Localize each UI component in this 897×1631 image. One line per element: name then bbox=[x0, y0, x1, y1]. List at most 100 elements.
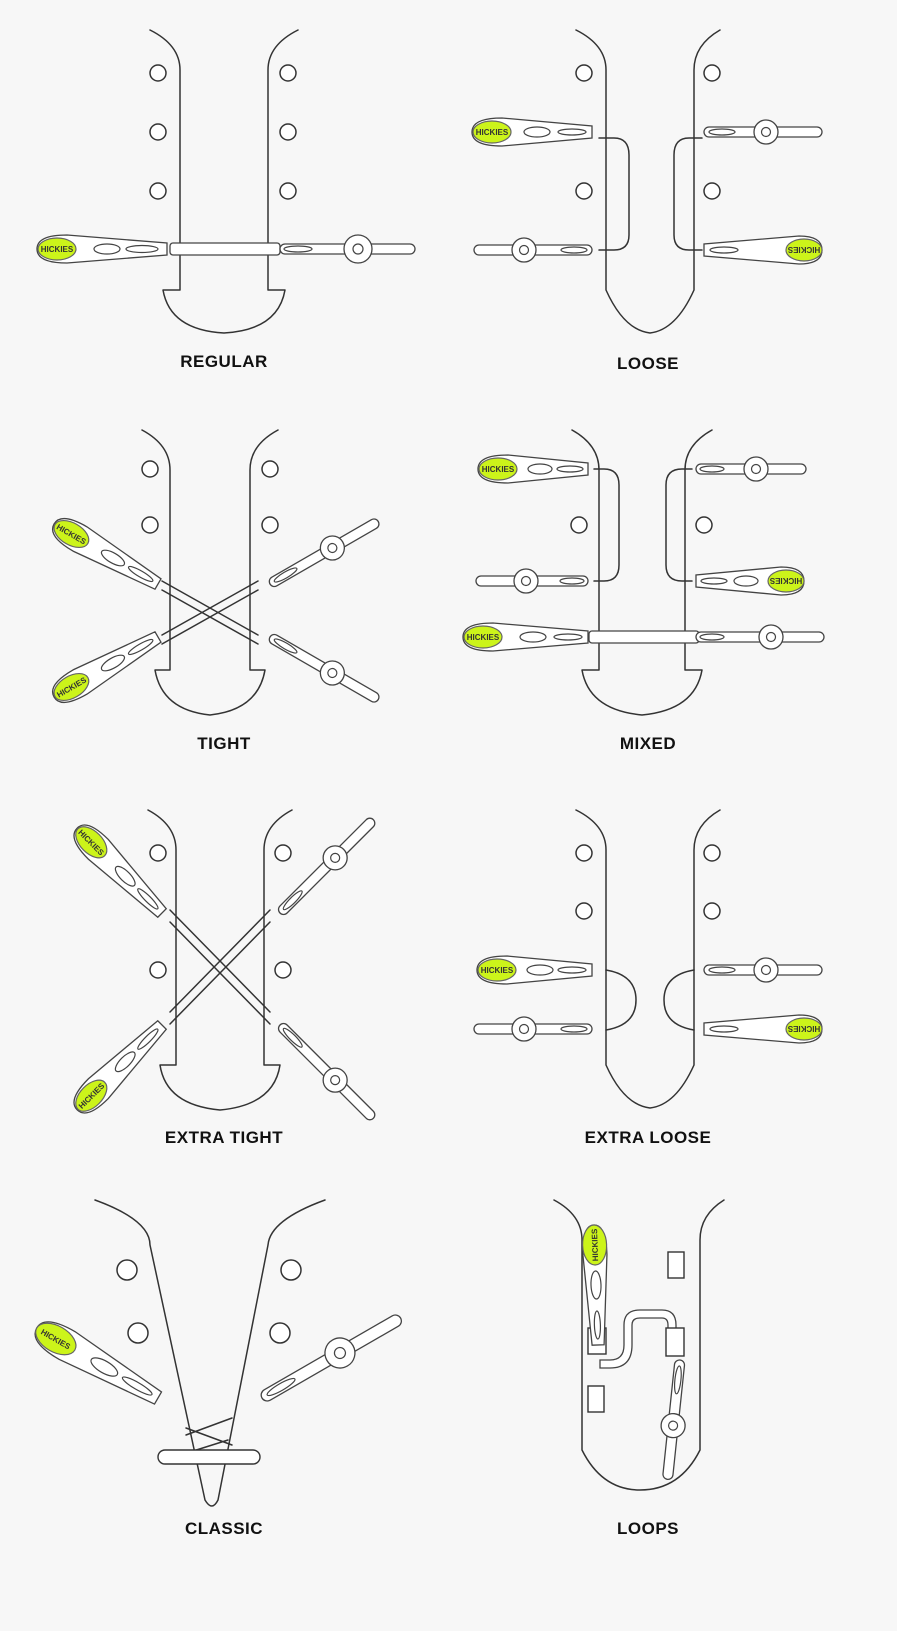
mixed-panel: HICKIES HICKIES HICK bbox=[424, 400, 872, 780]
eyelet bbox=[695, 516, 713, 534]
classic-panel: HICKIES CLASSIC bbox=[0, 1160, 448, 1631]
brand-logo-text: HICKIES bbox=[481, 966, 514, 975]
eyelet bbox=[279, 123, 297, 141]
mixed-label: MIXED bbox=[619, 734, 677, 753]
lace bbox=[703, 957, 823, 983]
eyelet bbox=[274, 961, 292, 979]
eyelet bbox=[261, 516, 279, 534]
lace: HICKIES bbox=[703, 1014, 823, 1044]
brand-logo-text: HICKIES bbox=[590, 1228, 600, 1261]
lace: HICKIES bbox=[51, 518, 162, 591]
brand-bulb bbox=[463, 625, 503, 649]
lace: HICKIES bbox=[51, 630, 162, 703]
lace: HICKIES bbox=[695, 566, 805, 596]
lace: HICKIES bbox=[476, 955, 593, 985]
brand-bulb bbox=[785, 238, 823, 262]
brand-logo-text: HICKIES bbox=[769, 576, 802, 585]
eyelet bbox=[703, 902, 721, 920]
lace: HICKIES bbox=[34, 1321, 163, 1405]
classic-label: CLASSIC bbox=[184, 1519, 264, 1538]
eyelet bbox=[116, 1259, 138, 1281]
lace bbox=[279, 234, 416, 264]
brand-bulb bbox=[53, 672, 90, 702]
extra-loose-label: EXTRA LOOSE bbox=[584, 1128, 712, 1147]
brand-bulb bbox=[35, 1322, 77, 1356]
brand-bulb bbox=[767, 569, 805, 593]
eyelet bbox=[274, 844, 292, 862]
eyelet bbox=[269, 1322, 291, 1344]
lace: HICKIES bbox=[73, 824, 168, 919]
eyelet bbox=[575, 64, 593, 82]
eyelet bbox=[141, 460, 159, 478]
loose-shoe-diagram: HICKIES HICKIES bbox=[471, 29, 823, 334]
regular-shoe-diagram: HICKIES bbox=[36, 29, 416, 334]
lace bbox=[277, 817, 376, 916]
lace: HICKIES bbox=[462, 622, 589, 652]
eyelet bbox=[703, 64, 721, 82]
eyelet bbox=[141, 516, 159, 534]
extra-loose-panel: HICKIES HICKIES EXTRA LOOSE bbox=[424, 780, 872, 1160]
lace: HICKIES bbox=[36, 234, 168, 264]
brand-bulb bbox=[477, 958, 517, 982]
eyelet bbox=[149, 64, 167, 82]
extra-loose-shoe-diagram: HICKIES HICKIES bbox=[473, 809, 823, 1109]
eyelet bbox=[575, 902, 593, 920]
brand-logo-text: HICKIES bbox=[787, 1024, 820, 1033]
lace: HICKIES bbox=[703, 235, 823, 265]
eyelet bbox=[703, 844, 721, 862]
brand-bulb bbox=[581, 1224, 608, 1266]
regular-panel: HICKIES REGULAR bbox=[0, 0, 448, 400]
lace bbox=[703, 119, 823, 145]
eyelet bbox=[279, 182, 297, 200]
eyelet bbox=[149, 182, 167, 200]
brand-logo-text: HICKIES bbox=[476, 128, 509, 137]
eyelet bbox=[149, 961, 167, 979]
brand-logo-text: HICKIES bbox=[787, 245, 820, 254]
brand-logo-text: HICKIES bbox=[41, 245, 74, 254]
lace bbox=[695, 624, 825, 650]
tight-label: TIGHT bbox=[197, 734, 251, 753]
tight-panel: HICKIES HICKIES TIGHT bbox=[0, 400, 448, 780]
brand-bulb bbox=[75, 1079, 108, 1112]
lace bbox=[260, 1314, 403, 1402]
tight-shoe-diagram: HICKIES HICKIES bbox=[51, 429, 380, 716]
lace bbox=[475, 568, 589, 594]
lace: HICKIES bbox=[471, 117, 593, 147]
eyelet bbox=[149, 844, 167, 862]
lace bbox=[473, 237, 593, 263]
lace: HICKIES bbox=[581, 1224, 608, 1346]
loops-shoe-diagram: HICKIES bbox=[553, 1199, 725, 1491]
lace bbox=[268, 633, 380, 703]
lace bbox=[695, 456, 807, 482]
lace bbox=[473, 1016, 593, 1042]
eyelet bbox=[575, 844, 593, 862]
eyelet bbox=[261, 460, 279, 478]
eyelet bbox=[575, 182, 593, 200]
eyelet bbox=[149, 123, 167, 141]
eyelet bbox=[570, 516, 588, 534]
extra-tight-label: EXTRA TIGHT bbox=[164, 1128, 284, 1147]
eyelet bbox=[127, 1322, 149, 1344]
brand-bulb bbox=[785, 1017, 823, 1041]
lace bbox=[268, 518, 380, 588]
eyelet bbox=[279, 64, 297, 82]
loops-panel: HICKIES LOOPS bbox=[424, 1160, 872, 1631]
brand-logo-text: HICKIES bbox=[482, 465, 515, 474]
extra-tight-panel: HICKIES HICKIES EXTRA TIGHT bbox=[0, 780, 448, 1160]
extra-tight-shoe-diagram: HICKIES HICKIES bbox=[73, 809, 376, 1121]
regular-label: REGULAR bbox=[180, 352, 268, 371]
lace bbox=[660, 1359, 686, 1481]
brand-bulb bbox=[53, 519, 90, 549]
brand-bulb bbox=[75, 826, 108, 859]
loops-label: LOOPS bbox=[616, 1519, 679, 1538]
lace bbox=[277, 1022, 376, 1121]
lace: HICKIES bbox=[73, 1019, 168, 1114]
brand-bulb bbox=[37, 237, 77, 261]
eyelet bbox=[703, 182, 721, 200]
mixed-shoe-diagram: HICKIES HICKIES HICK bbox=[462, 429, 825, 716]
lace: HICKIES bbox=[477, 454, 589, 484]
loose-label: LOOSE bbox=[616, 354, 679, 373]
classic-shoe-diagram: HICKIES bbox=[34, 1199, 403, 1507]
brand-bulb bbox=[478, 457, 518, 481]
